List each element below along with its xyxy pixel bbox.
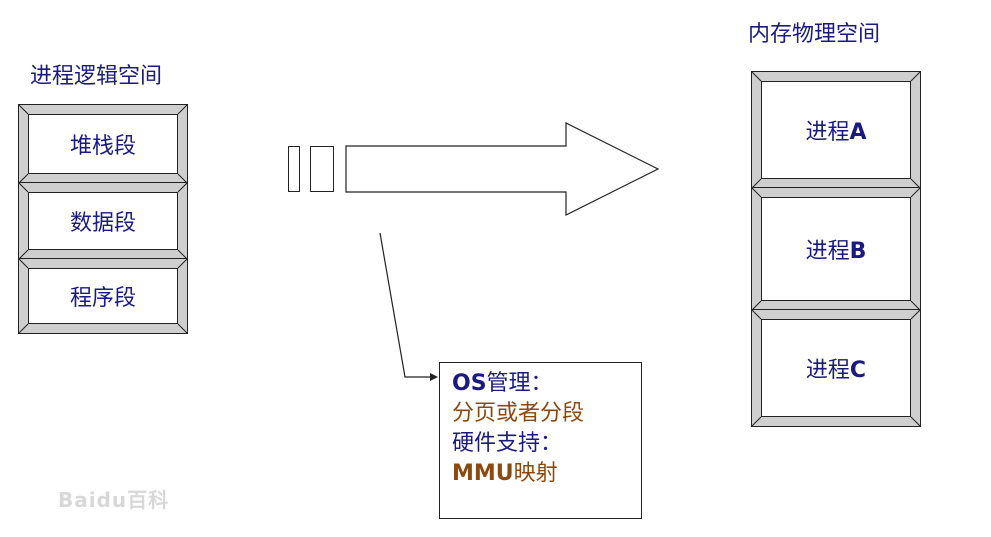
segment-data: 数据段 [18,182,188,260]
arrow-tail-block-1 [288,146,300,192]
baidu-watermark: Baidu百科 [58,488,170,512]
bevel-lines [752,188,920,310]
process-label: 进程B [805,239,867,264]
os-management-note: OS管理： 分页或者分段 硬件支持： MMU映射 [439,362,642,519]
process-a-block: 进程A [751,71,921,189]
pointer-line [379,232,432,378]
bevel-lines [19,183,187,259]
note-line-3: 硬件支持： [452,431,563,456]
bevel-lines [19,105,187,183]
pointer-arrowhead [430,373,438,381]
segment-label: 堆栈段 [69,134,136,159]
note-line-2: 分页或者分段 [452,401,585,426]
process-b-block: 进程B [751,187,921,311]
bevel-lines [752,72,920,188]
segment-code: 程序段 [18,258,188,334]
process-label: 进程A [805,120,867,145]
physical-space-title: 内存物理空间 [748,22,881,47]
note-line-4: MMU映射 [452,461,558,486]
logical-space-title: 进程逻辑空间 [30,64,163,89]
segment-label: 数据段 [69,211,136,236]
mapping-arrow [345,122,660,216]
process-c-block: 进程C [751,309,921,427]
process-label: 进程C [805,358,867,383]
bevel-lines [752,310,920,426]
bevel-lines [19,259,187,333]
arrow-tail-block-2 [310,146,334,192]
segment-label: 程序段 [69,286,136,311]
note-line-1: OS管理： [452,371,553,396]
segment-stack: 堆栈段 [18,104,188,184]
